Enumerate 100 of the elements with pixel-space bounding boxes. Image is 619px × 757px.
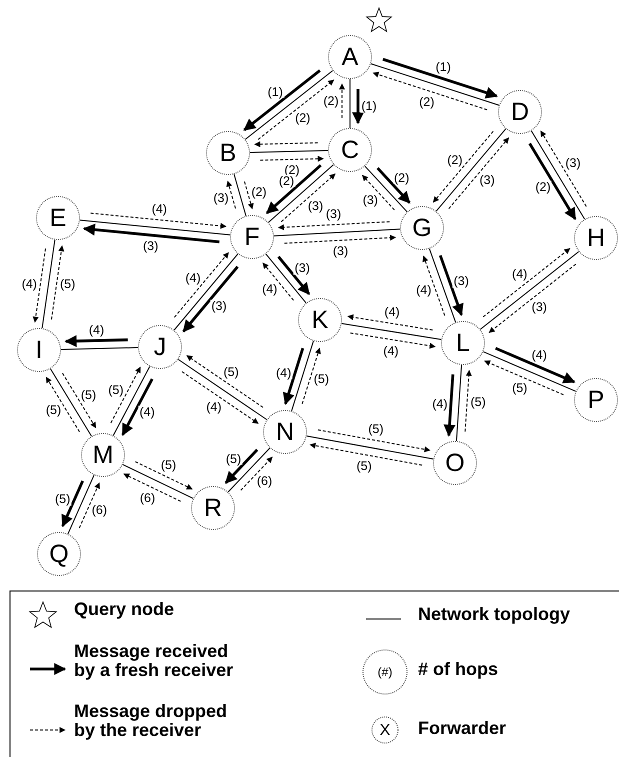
received-arrow bbox=[277, 256, 310, 295]
dropped-arrow bbox=[244, 181, 254, 210]
node-letter: R bbox=[204, 496, 222, 520]
node-circle bbox=[498, 90, 542, 134]
hop-count-label: (3) bbox=[294, 262, 311, 275]
node-letter: I bbox=[36, 338, 42, 362]
topology-line bbox=[370, 63, 500, 106]
dropped-arrow bbox=[339, 83, 345, 118]
dropped-arrow bbox=[317, 429, 430, 452]
dropped-arrow bbox=[260, 156, 324, 162]
dropped-arrow bbox=[46, 376, 80, 432]
received-arrow bbox=[438, 254, 464, 316]
node-circle bbox=[230, 215, 274, 259]
node-letter: C bbox=[340, 138, 360, 162]
dropped-arrow bbox=[362, 174, 395, 210]
topology-line bbox=[178, 358, 268, 420]
node-letter: L bbox=[456, 330, 470, 356]
received-arrow bbox=[61, 480, 84, 528]
node-circle bbox=[328, 35, 372, 79]
node-letter: J bbox=[154, 334, 166, 360]
hop-count-label: (6) bbox=[90, 504, 108, 516]
hop-count-label: (3) bbox=[210, 300, 228, 312]
hop-count-label: (3) bbox=[530, 300, 548, 314]
hop-count-label: (2) bbox=[283, 164, 301, 177]
dropped-arrow bbox=[134, 461, 193, 490]
dropped-arrow bbox=[110, 366, 141, 424]
dropped-arrow bbox=[258, 79, 334, 140]
node-letter: B bbox=[220, 140, 236, 166]
hop-count-label: (2) bbox=[322, 94, 340, 108]
received-arrow bbox=[282, 348, 304, 405]
topology-line bbox=[436, 128, 506, 212]
legend-text: Query node bbox=[74, 600, 176, 619]
node-letter: G bbox=[412, 216, 432, 240]
received-arrow bbox=[352, 89, 364, 124]
topology-line bbox=[291, 340, 314, 412]
dropped-arrow bbox=[62, 372, 96, 428]
node-circle bbox=[328, 128, 372, 172]
received-arrow bbox=[266, 164, 322, 214]
hop-count-label: (5) bbox=[469, 396, 487, 408]
node-letter: A bbox=[342, 44, 358, 70]
hop-count-label: (3) bbox=[142, 240, 160, 252]
dropped-arrow bbox=[90, 212, 226, 229]
hop-count-label: (4) bbox=[415, 283, 432, 296]
hop-count-label: (2) bbox=[393, 172, 410, 184]
hop-count-label: (2) bbox=[418, 96, 436, 108]
node-circle bbox=[81, 433, 125, 477]
legend-text: Network topology bbox=[418, 605, 571, 624]
topology-line bbox=[341, 323, 442, 340]
dropped-arrow bbox=[422, 256, 446, 316]
topology-line bbox=[265, 254, 307, 304]
hop-count-label: (5) bbox=[312, 373, 330, 386]
hop-count-label: (4) bbox=[530, 348, 548, 362]
received-arrow bbox=[182, 266, 239, 332]
dropped-arrow bbox=[432, 130, 494, 203]
dropped-arrow bbox=[226, 180, 236, 209]
topology-line bbox=[228, 447, 270, 493]
hop-count-label: (4) bbox=[184, 272, 202, 284]
dropped-arrow bbox=[240, 456, 273, 491]
dropped-arrow bbox=[302, 348, 321, 404]
hop-count-label: (5) bbox=[54, 492, 72, 506]
hop-count-label: (5) bbox=[511, 382, 528, 394]
topology-line bbox=[42, 239, 56, 329]
hop-count-label: (3) bbox=[306, 200, 324, 212]
dropped-arrow bbox=[350, 332, 436, 349]
node-circle bbox=[263, 410, 307, 454]
hop-count-label: (5) bbox=[222, 366, 240, 379]
dropped-arrow bbox=[186, 355, 264, 408]
node-letter: N bbox=[276, 420, 294, 444]
hop-count-label: (3) bbox=[212, 192, 230, 204]
dropped-arrow bbox=[32, 248, 46, 323]
received-arrow bbox=[495, 346, 576, 384]
received-arrow bbox=[243, 69, 321, 132]
topology-line bbox=[364, 166, 408, 212]
dropped-arrow bbox=[174, 252, 230, 318]
dropped-arrow bbox=[448, 137, 510, 210]
sample-text: X bbox=[380, 723, 390, 739]
hop-count-label: (3) bbox=[452, 275, 470, 288]
dropped-arrow bbox=[262, 262, 294, 301]
received-arrow bbox=[376, 167, 411, 204]
dropped-arrow bbox=[310, 442, 423, 466]
node-letter: M bbox=[92, 442, 114, 468]
hop-count-label: (4) bbox=[205, 400, 223, 413]
received-arrow bbox=[82, 224, 220, 244]
received-arrow bbox=[382, 58, 498, 98]
topology-line bbox=[174, 253, 238, 331]
hop-count-label: (5) bbox=[355, 459, 373, 472]
topology-line bbox=[273, 228, 401, 236]
hop-count-label: (6) bbox=[138, 491, 156, 504]
received-arrow bbox=[224, 448, 258, 484]
node-circle bbox=[191, 486, 235, 530]
dropped-arrow bbox=[464, 370, 472, 432]
dropped-arrow bbox=[540, 130, 587, 207]
node-letter: K bbox=[312, 308, 328, 332]
received-arrow bbox=[64, 335, 128, 348]
hop-count-label: (4) bbox=[150, 202, 168, 216]
topology-line bbox=[530, 130, 586, 220]
topology-line bbox=[428, 248, 456, 323]
received-arrow bbox=[528, 142, 576, 220]
hop-count-label: (3) bbox=[564, 156, 582, 170]
topology-line bbox=[50, 368, 92, 437]
